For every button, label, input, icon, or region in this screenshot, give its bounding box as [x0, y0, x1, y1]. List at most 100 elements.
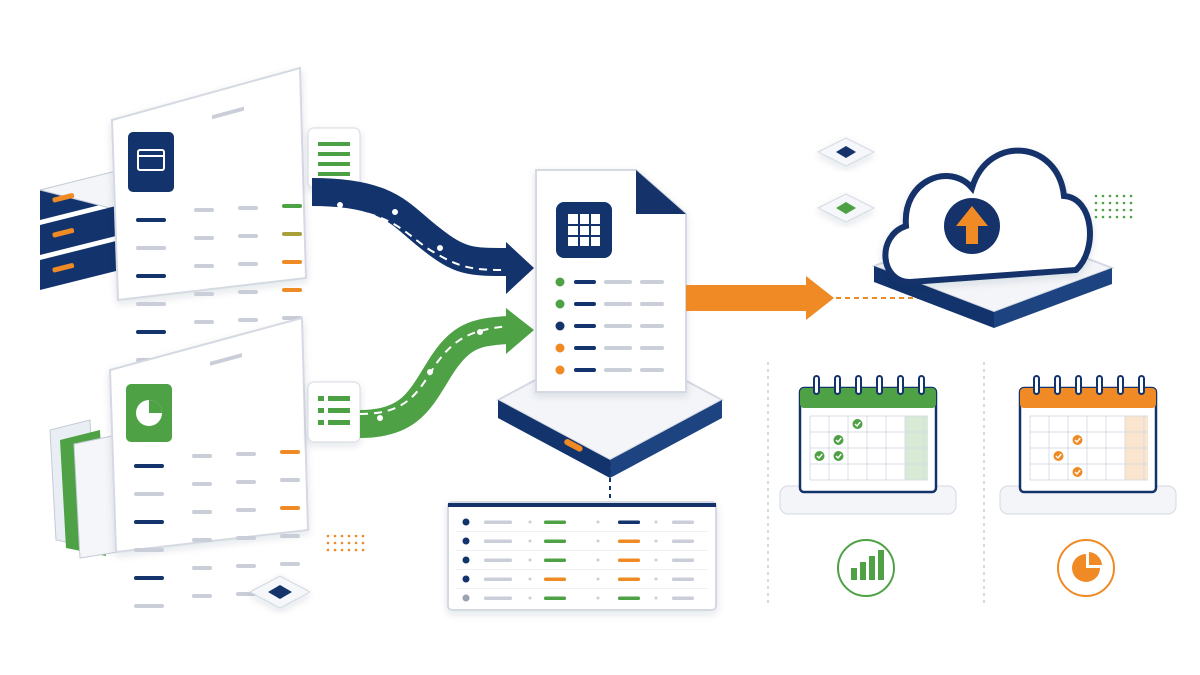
check-mark: [835, 453, 842, 460]
dot: [333, 534, 337, 538]
output-table-rows: [456, 518, 708, 602]
hub-row-bar: [574, 346, 596, 350]
header-bar: [212, 106, 244, 120]
table-cell-bar: [618, 596, 640, 600]
dot: [1108, 215, 1112, 219]
table-cell-bar: [672, 596, 694, 600]
dot: [361, 548, 365, 552]
dot: [326, 541, 330, 545]
table-cell-bar: [618, 558, 640, 562]
dot: [347, 548, 351, 552]
folder-icon: [49, 419, 119, 559]
table-separator-dot: [596, 520, 600, 524]
check-icon: [1072, 467, 1083, 477]
dot: [1129, 201, 1133, 205]
hub-row-dot: [555, 321, 565, 331]
dot: [1108, 201, 1112, 205]
header-bar: [210, 353, 242, 366]
table-separator-dot: [596, 558, 600, 562]
row-cell-bar: [282, 288, 302, 292]
dot: [340, 541, 344, 545]
calendar-ring: [1054, 375, 1061, 395]
table-cell-bar: [672, 558, 694, 562]
table-cell-bar: [672, 520, 694, 524]
check-mark: [1055, 453, 1062, 460]
table-separator-dot: [654, 520, 658, 524]
check-icon: [814, 451, 825, 461]
dot: [361, 541, 365, 545]
hub-row-bar: [604, 346, 632, 350]
hub-row-dot: [555, 343, 565, 353]
calendar-ring: [876, 375, 883, 395]
hub-row-bar: [574, 368, 596, 372]
row-cell-bar: [192, 566, 212, 570]
dot: [354, 541, 358, 545]
decorative-dot-grid-orange: [326, 534, 365, 552]
pie-chart-icon: [126, 384, 172, 442]
row-cell-bar: [280, 506, 300, 510]
row-cell-bar: [280, 478, 300, 482]
dot: [333, 548, 337, 552]
flow-arrow-green: [359, 308, 534, 438]
calendar-ring: [918, 375, 925, 395]
hub-row-dot: [555, 365, 565, 375]
row-cell-bar: [194, 320, 214, 324]
hub-row-bar: [604, 368, 632, 372]
source-panel-bottom-rows: [134, 353, 300, 608]
spreadsheet-icon: [307, 127, 361, 189]
row-cell-bar: [194, 208, 214, 212]
row-cell-bar: [282, 232, 302, 236]
table-separator-dot: [654, 596, 658, 600]
dot: [1108, 194, 1112, 198]
dot: [347, 534, 351, 538]
dot: [1122, 194, 1126, 198]
table-cell-bar: [544, 558, 566, 562]
row-label-bar: [136, 246, 166, 250]
table-row-dot: [462, 556, 470, 564]
dot: [361, 534, 365, 538]
dot: [1094, 201, 1098, 205]
hub-row-bar: [640, 346, 664, 350]
table-separator-dot: [528, 539, 532, 543]
hub-row-bar: [574, 280, 596, 284]
dot: [1129, 208, 1133, 212]
table-cell-bar: [672, 539, 694, 543]
calendar-ring: [1117, 375, 1124, 395]
check-mark: [835, 437, 842, 444]
dot: [1094, 215, 1098, 219]
table-cell-bar: [484, 539, 512, 543]
calendar-ring: [834, 375, 841, 395]
table-separator-dot: [528, 577, 532, 581]
row-label-bar: [134, 548, 164, 552]
row-cell-bar: [194, 264, 214, 268]
table-cell-bar: [484, 577, 512, 581]
window-icon: [128, 132, 174, 192]
row-cell-bar: [236, 508, 256, 512]
table-cell-bar: [672, 577, 694, 581]
dot: [1115, 208, 1119, 212]
source-panel-top-rows: [136, 106, 302, 362]
dot: [1122, 201, 1126, 205]
row-cell-bar: [282, 204, 302, 208]
floating-tile-bottom: [248, 575, 312, 609]
row-label-bar: [136, 218, 166, 222]
hub-document-rows: [555, 277, 664, 375]
flow-arrow-navy: [311, 178, 534, 294]
arrow-up-icon: [956, 206, 988, 244]
table-cell-bar: [544, 596, 566, 600]
check-icon: [1072, 435, 1083, 445]
table-cell-bar: [484, 520, 512, 524]
source-panel-top: [110, 66, 308, 302]
row-cell-bar: [194, 236, 214, 240]
check-mark: [854, 421, 861, 428]
check-icon: [833, 451, 844, 461]
row-cell-bar: [192, 454, 212, 458]
hub-row-dot: [555, 299, 565, 309]
table-cell-bar: [618, 539, 640, 543]
row-label-bar: [134, 520, 164, 524]
hub-row-bar: [604, 324, 632, 328]
list-icon: [307, 381, 361, 443]
dot: [326, 534, 330, 538]
table-separator-dot: [596, 577, 600, 581]
row-cell-bar: [280, 562, 300, 566]
